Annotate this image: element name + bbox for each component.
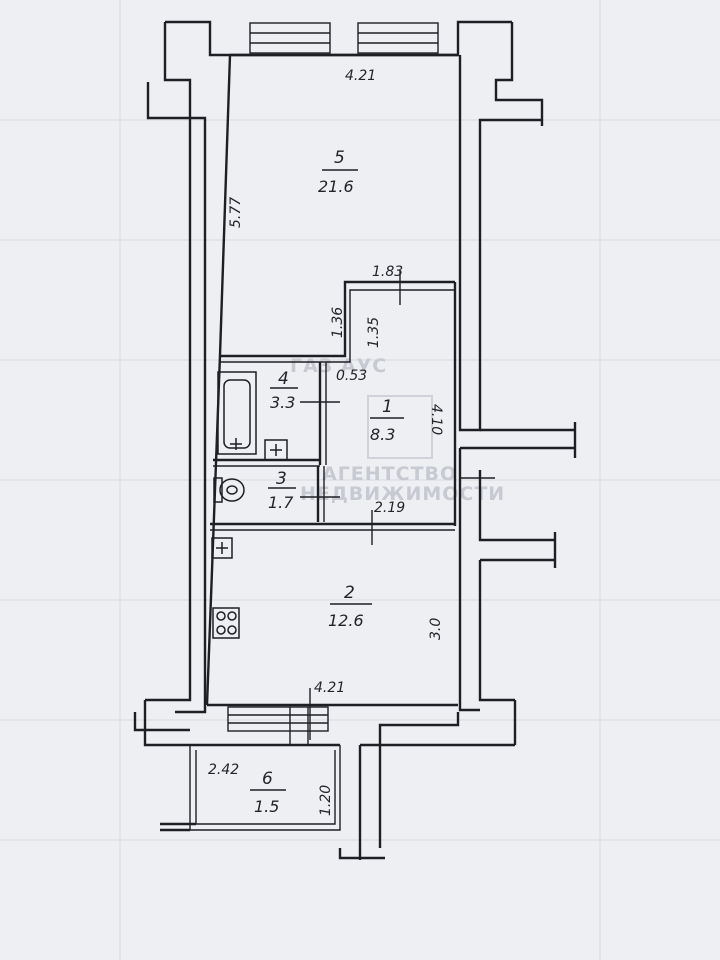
watermark-line3: НЕДВИЖИМОСТИ bbox=[300, 483, 505, 505]
room-5-number: 5 bbox=[334, 148, 345, 168]
room-labels: 5 21.6 1 8.3 4 3.3 3 1.7 2 12.6 6 1.5 bbox=[254, 148, 395, 816]
dim-bottom-width: 4.21 bbox=[314, 680, 345, 696]
room-1-area: 8.3 bbox=[370, 425, 395, 444]
room-2-area: 12.6 bbox=[328, 611, 364, 630]
room-4-number: 4 bbox=[278, 369, 289, 389]
dim-balcony-width: 2.42 bbox=[208, 762, 239, 778]
dimension-ticks bbox=[300, 270, 495, 740]
bathtub-icon bbox=[217, 371, 257, 455]
watermark-line1: ГАЗ АУС bbox=[290, 355, 387, 377]
dim-room1-width: 2.19 bbox=[374, 500, 405, 516]
dim-room5-length: 5.77 bbox=[228, 197, 244, 228]
watermark: ГАЗ АУС АГЕНТСТВО НЕДВИЖИМОСТИ bbox=[290, 355, 505, 505]
room-6-area: 1.5 bbox=[254, 797, 279, 816]
dim-room1-length: 4.10 bbox=[428, 404, 444, 435]
dim-partition: 0.53 bbox=[336, 368, 367, 384]
dim-kitchen-length: 3.0 bbox=[428, 618, 444, 640]
stove-icon bbox=[212, 607, 240, 639]
toilet-icon bbox=[213, 477, 245, 503]
windows bbox=[227, 22, 439, 745]
room-1-number: 1 bbox=[382, 397, 393, 417]
room-6-number: 6 bbox=[262, 769, 273, 789]
fixtures bbox=[211, 371, 288, 639]
room-5-area: 21.6 bbox=[318, 177, 354, 196]
dim-corridor-width: 1.83 bbox=[372, 264, 403, 280]
dim-top-width: 4.21 bbox=[345, 68, 376, 84]
fraction-bars bbox=[250, 169, 404, 791]
room-2-number: 2 bbox=[344, 583, 355, 603]
dimension-labels: 4.21 5.77 1.83 1.36 1.35 0.53 4.10 2.19 … bbox=[208, 68, 444, 816]
window-bottom bbox=[227, 706, 329, 745]
room-3-number: 3 bbox=[276, 469, 287, 489]
room-4-area: 3.3 bbox=[270, 393, 295, 412]
sink-icon bbox=[264, 439, 288, 461]
window-top-right bbox=[357, 22, 439, 54]
room-3-area: 1.7 bbox=[268, 493, 294, 512]
dim-wall-right: 1.35 bbox=[366, 317, 382, 348]
watermark-line2: АГЕНТСТВО bbox=[322, 463, 457, 485]
dim-balcony-depth: 1.20 bbox=[318, 785, 334, 816]
kitchen-sink-icon bbox=[211, 537, 233, 559]
dim-wall-left: 1.36 bbox=[330, 307, 346, 338]
window-top-left bbox=[249, 22, 331, 54]
